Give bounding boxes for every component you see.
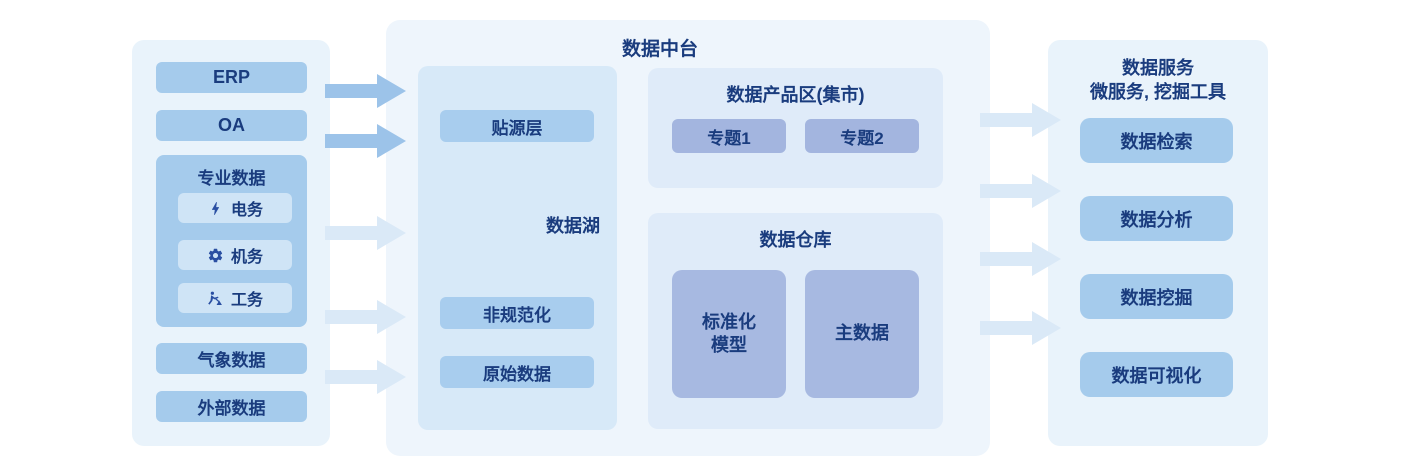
raw-data-box: 原始数据 [440, 356, 594, 388]
service-box-visualization: 数据可视化 [1080, 352, 1233, 397]
source-box-oa-label: OA [218, 115, 245, 135]
data-product-zone-panel: 数据产品区(集市) 专题1 专题2 [648, 68, 943, 188]
master-data-label: 主数据 [835, 323, 889, 344]
data-services-title-line1: 数据服务 [1122, 58, 1194, 78]
service-visualization-label: 数据可视化 [1111, 365, 1202, 386]
service-analysis-label: 数据分析 [1120, 209, 1193, 230]
lightning-icon [211, 201, 220, 215]
service-mining-label: 数据挖掘 [1120, 287, 1193, 308]
non-standardized-box: 非规范化 [440, 297, 594, 329]
service-box-mining: 数据挖掘 [1080, 274, 1233, 319]
topic-2-label: 专题2 [840, 128, 884, 148]
flow-arrow-platform-to-retrieval [980, 102, 1062, 138]
flow-arrow-platform-to-analysis [980, 173, 1062, 209]
source-box-erp-label: ERP [212, 67, 250, 87]
topic-1-box: 专题1 [672, 119, 786, 153]
source-box-erp: ERP [156, 62, 307, 93]
topic-1-label: 专题1 [707, 128, 751, 148]
flow-arrow-platform-to-visualization [980, 310, 1062, 346]
source-box-weather: 气象数据 [156, 343, 307, 374]
source-layer-box: 贴源层 [440, 110, 594, 142]
source-box-external-label: 外部数据 [197, 399, 266, 418]
flow-arrow-external-to-platform [325, 359, 407, 395]
service-retrieval-label: 数据检索 [1120, 131, 1193, 152]
professional-data-group: 专业数据 电务 机务 工务 [156, 155, 307, 327]
professional-data-title: 专业数据 [197, 169, 266, 188]
data-lake-label: 数据湖 [546, 216, 600, 236]
standard-model-line2: 模型 [711, 335, 747, 355]
source-box-oa: OA [156, 110, 307, 141]
topic-2-box: 专题2 [805, 119, 919, 153]
service-box-retrieval: 数据检索 [1080, 118, 1233, 163]
source-box-weather-label: 气象数据 [197, 351, 266, 370]
worker-icon [208, 291, 222, 305]
flow-arrow-professional-to-platform [325, 215, 407, 251]
master-data-box: 主数据 [805, 270, 919, 398]
source-layer-label: 贴源层 [491, 118, 543, 138]
sub-box-mechanical-label: 机务 [230, 249, 263, 266]
data-platform-title: 数据中台 [621, 39, 698, 60]
raw-data-label: 原始数据 [483, 364, 551, 384]
data-services-panel: 数据服务 微服务, 挖掘工具 数据检索 数据分析 数据挖掘 数据可视化 [1048, 40, 1268, 446]
data-product-zone-title: 数据产品区(集市) [726, 85, 865, 105]
flow-arrow-oa-to-platform [325, 123, 407, 159]
source-box-external: 外部数据 [156, 391, 307, 422]
sub-box-mechanical: 机务 [178, 240, 292, 270]
service-box-analysis: 数据分析 [1080, 196, 1233, 241]
flow-arrow-erp-to-platform [325, 73, 407, 109]
gear-icon [208, 248, 223, 262]
flow-arrow-engineering-to-platform [325, 299, 407, 335]
sub-box-electrical-label: 电务 [230, 202, 263, 219]
sub-box-electrical: 电务 [178, 193, 292, 223]
standard-model-box: 标准化 模型 [672, 270, 786, 398]
data-warehouse-panel: 数据仓库 标准化 模型 主数据 [648, 213, 943, 429]
standard-model-line1: 标准化 [702, 311, 756, 332]
data-lake-panel: 贴源层 数据湖 非规范化 原始数据 [418, 66, 617, 430]
data-platform-panel: 数据中台 贴源层 数据湖 非规范化 原始数据 数据产品区(集市) 专题1 专题2… [386, 20, 990, 456]
non-standardized-label: 非规范化 [483, 305, 551, 325]
flow-arrow-platform-to-mining [980, 241, 1062, 277]
data-warehouse-title: 数据仓库 [759, 230, 832, 250]
data-services-title-line2: 微服务, 挖掘工具 [1089, 82, 1226, 103]
source-systems-panel: ERP OA 专业数据 电务 机务 工务 [132, 40, 330, 446]
data-services-title: 数据服务 微服务, 挖掘工具 [1048, 40, 1268, 105]
sub-box-engineering: 工务 [178, 283, 292, 313]
sub-box-engineering-label: 工务 [230, 292, 263, 309]
